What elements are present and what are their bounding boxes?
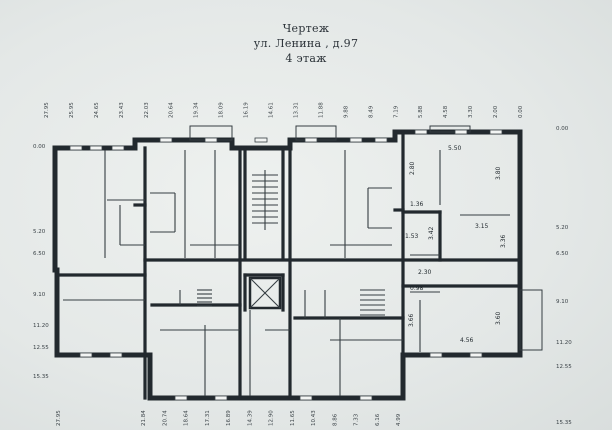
top-dim-3: 23.43 [119,102,125,118]
right-dim-0: 0.00 [556,126,569,132]
room-size-7: 3.36 [500,234,507,248]
window-top-5 [254,137,268,143]
left-dim-4: 11.20 [33,323,49,329]
top-dim-19: 0.00 [518,105,524,118]
right-dim-2: 6.50 [556,251,569,257]
bottom-dim-12: 6.16 [375,413,381,426]
elevator-cross-b [249,277,281,309]
left-dim-0: 0.00 [33,144,46,150]
bottom-dim-10: 8.86 [332,413,338,426]
window-top-3 [159,137,173,143]
left-dim-6: 15.35 [33,374,49,380]
top-dim-8: 16.19 [244,102,250,118]
top-dim-18: 2.00 [493,105,499,118]
balcony-top-right [429,125,471,133]
bottom-dim-9: 10.43 [311,410,317,426]
right-dim-6: 15.35 [556,420,572,426]
left-dim-1: 5.20 [33,229,46,235]
top-dim-16: 4.58 [443,105,449,118]
window-top-9 [414,129,428,135]
left-dim-2: 6.50 [33,251,46,257]
top-dim-2: 24.65 [94,102,100,118]
window-bottom-5 [359,395,373,401]
room-size-10: 3.66 [408,313,415,327]
left-dim-5: 12.55 [33,345,49,351]
window-top-7 [349,137,363,143]
window-bottom-2 [174,395,188,401]
bottom-dim-4: 17.31 [205,410,211,426]
top-dim-11: 11.88 [318,102,324,118]
room-size-11: 3.60 [495,311,502,325]
room-size-3: 1.36 [410,201,424,208]
bottom-dim-7: 12.90 [269,410,275,426]
drawing-title: Чертеж [282,22,330,35]
right-dim-4: 11.20 [556,340,572,346]
window-top-6 [304,137,318,143]
bottom-dim-0: 27.95 [56,410,62,426]
window-bottom-7 [469,352,483,358]
top-dim-14: 7.19 [393,105,399,118]
top-dim-12: 9.88 [343,105,349,118]
room-size-1: 3.80 [495,166,502,180]
top-dim-4: 22.03 [144,102,150,118]
window-bottom-6 [429,352,443,358]
bottom-dim-3: 18.64 [184,410,190,426]
bottom-dim-1: 21.84 [141,410,147,426]
window-top-11 [489,129,503,135]
bottom-dim-2: 20.74 [162,410,168,426]
room-size-0: 5.50 [448,145,462,152]
top-dim-5: 20.64 [169,102,175,118]
right-dim-3: 9.10 [556,299,569,305]
top-dim-0: 27.95 [44,102,50,118]
bottom-dim-5: 16.89 [226,410,232,426]
bottom-dim-6: 14.39 [247,410,253,426]
right-dim-1: 5.20 [556,225,569,231]
elevator-shaft [248,276,282,310]
top-dim-9: 14.61 [269,102,275,118]
room-size-9: 0.98 [410,285,424,292]
top-dim-7: 18.09 [219,102,225,118]
top-dim-6: 19.34 [194,102,200,118]
window-bottom-1 [109,352,123,358]
window-top-8 [374,137,388,143]
bottom-dim-13: 4.99 [396,413,402,426]
bottom-dim-8: 11.65 [290,410,296,426]
window-bottom-3 [214,395,228,401]
window-top-2 [111,145,125,151]
room-size-5: 3.42 [428,226,435,240]
window-top-4 [204,137,218,143]
top-dim-10: 13.31 [293,102,299,118]
address-line: ул. Ленина , д.97 [253,37,359,50]
window-top-1 [89,145,103,151]
top-dim-1: 25.95 [69,102,75,118]
window-top-10 [454,129,468,135]
right-dim-5: 12.55 [556,364,572,370]
room-size-2: 2.80 [409,161,416,175]
top-dim-17: 3.30 [468,105,474,118]
left-dim-3: 9.10 [33,292,46,298]
bottom-dim-11: 7.33 [354,413,360,426]
floor-line: 4 этаж [285,52,327,65]
balcony-right [519,289,543,351]
top-dim-13: 8.49 [368,105,374,118]
window-bottom-0 [79,352,93,358]
window-top-0 [69,145,83,151]
room-size-6: 3.15 [475,223,489,230]
room-size-12: 4.56 [460,337,474,344]
room-size-8: 2.30 [418,269,432,276]
window-bottom-4 [299,395,313,401]
top-dim-15: 5.88 [418,105,424,118]
room-size-4: 1.53 [405,233,419,240]
